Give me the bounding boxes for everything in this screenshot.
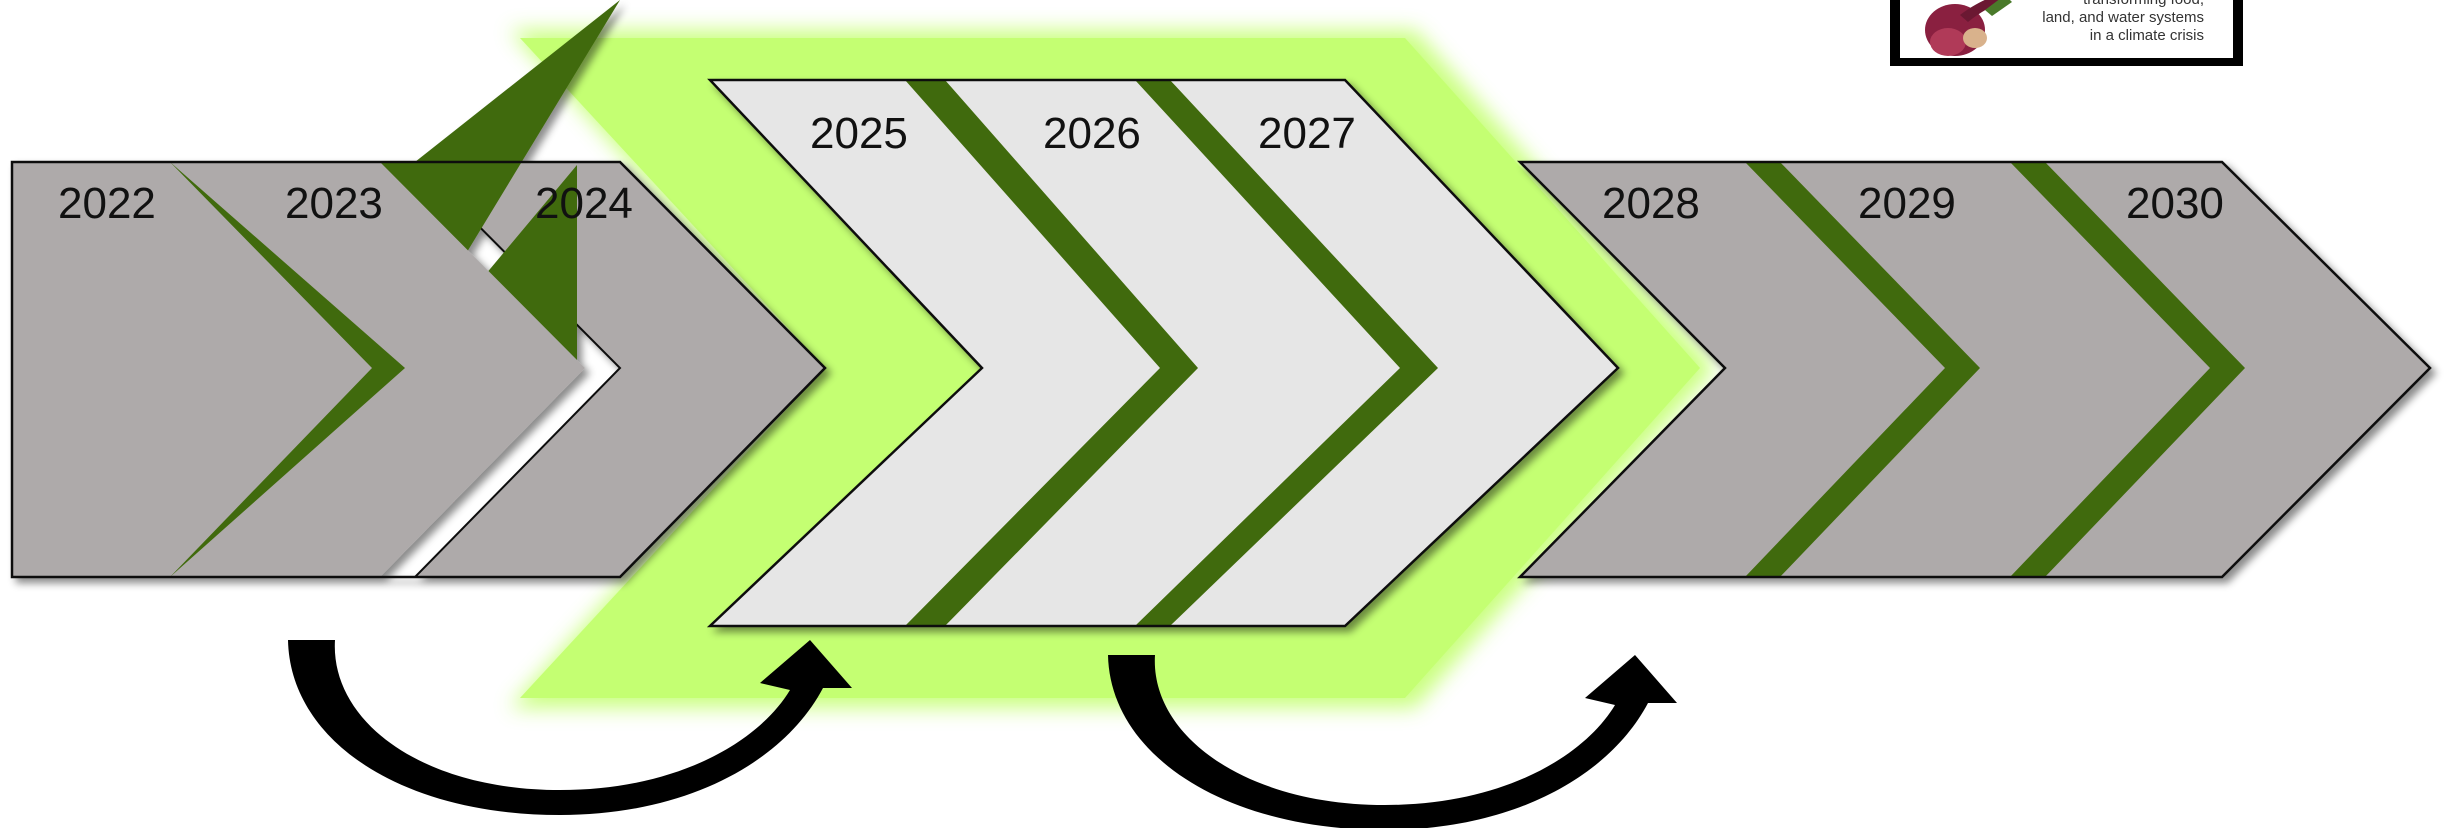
book-text-line-2: land, and water systems bbox=[2042, 9, 2204, 26]
beet-image bbox=[1925, 0, 2012, 56]
year-label-2022: 2022 bbox=[58, 179, 156, 228]
year-label-2029: 2029 bbox=[1858, 179, 1956, 228]
separator-2025-2026 bbox=[905, 80, 1198, 626]
book-cover: transforming food, land, and water syste… bbox=[1890, 0, 2243, 66]
year-label-2024: 2024 bbox=[535, 179, 633, 228]
year-label-2026: 2026 bbox=[1043, 109, 1141, 158]
chevron-group-left bbox=[10, 0, 827, 579]
chevron-2023 bbox=[205, 0, 415, 162]
book-text-line-1: transforming food, bbox=[2083, 0, 2204, 8]
chevron-group-middle bbox=[706, 78, 1620, 628]
book-text-line-3: in a climate crisis bbox=[2090, 27, 2204, 44]
year-labels: 2022 2023 2024 2025 2026 2027 2028 2029 … bbox=[58, 109, 2224, 228]
chevron-group-right bbox=[1516, 160, 2432, 579]
year-label-2027: 2027 bbox=[1258, 109, 1356, 158]
year-label-2030: 2030 bbox=[2126, 179, 2224, 228]
year-label-2028: 2028 bbox=[1602, 179, 1700, 228]
year-label-2025: 2025 bbox=[810, 109, 908, 158]
curved-arrow-left bbox=[288, 640, 852, 815]
curved-arrow-right bbox=[1108, 655, 1677, 828]
year-label-2023: 2023 bbox=[285, 179, 383, 228]
